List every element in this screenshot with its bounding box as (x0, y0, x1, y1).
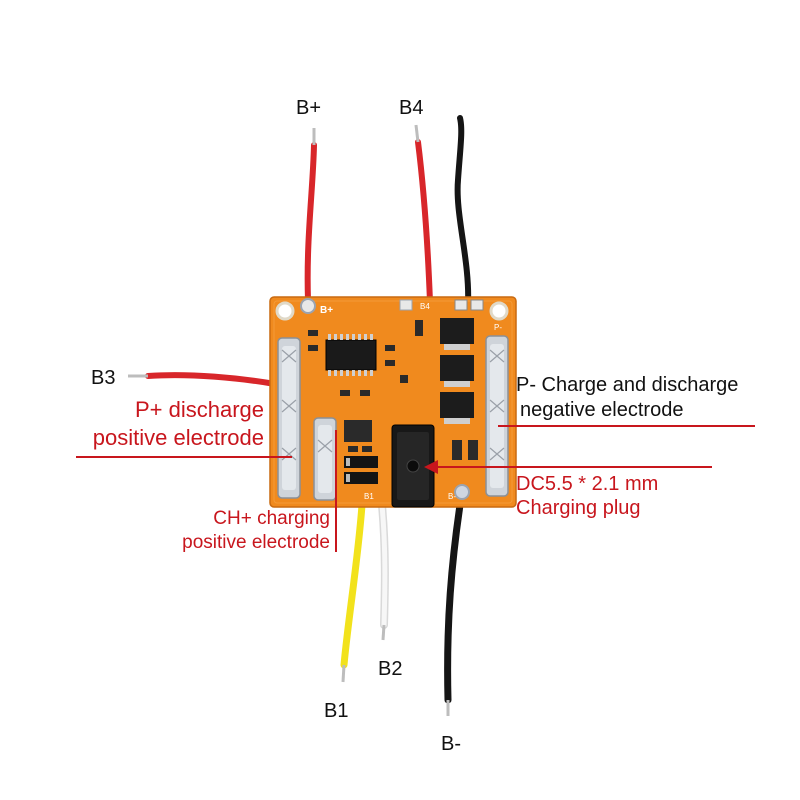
solder-pad-b4 (399, 299, 413, 311)
smd-components (308, 320, 478, 460)
mosfet-array (440, 318, 474, 424)
wire-black-top (454, 115, 472, 308)
solder-pad-top-right (454, 299, 484, 311)
label-p-minus-line1: P- Charge and discharge (516, 374, 739, 396)
silk-b-minus: B- (448, 492, 456, 501)
label-ch-plus-line1: CH+ charging (213, 508, 330, 529)
dc-pointer-arrowhead (424, 460, 438, 474)
wire-b-minus (444, 501, 464, 716)
diode-pair (344, 456, 378, 484)
annotation-lines (76, 425, 755, 552)
wire-b2 (378, 501, 389, 641)
wire-b-plus (304, 128, 317, 303)
p-plus-terminal (277, 337, 301, 499)
solder-pad-b-plus (300, 298, 316, 314)
label-b-plus: B+ (296, 97, 322, 119)
label-dc-line1: DC5.5 * 2.1 mm (516, 473, 659, 495)
label-b1: B1 (324, 700, 349, 722)
p-minus-terminal (485, 335, 509, 497)
wire-b3 (128, 372, 278, 387)
label-b3: B3 (91, 367, 116, 389)
dc-jack (391, 424, 435, 508)
wire-b1 (340, 501, 366, 683)
label-b-minus: B- (441, 733, 461, 755)
silk-b-plus: B+ (320, 305, 333, 316)
ch-plus-terminal (313, 417, 337, 501)
label-p-minus-line2: negative electrode (520, 399, 684, 421)
label-p-plus-line1: P+ discharge (134, 397, 264, 422)
wire-b4 (414, 124, 433, 305)
silk-p-minus: P- (494, 323, 502, 332)
silk-b1: B1 (364, 492, 374, 501)
label-p-plus-line2: positive electrode (92, 425, 264, 450)
silk-b4: B4 (420, 302, 430, 311)
label-b2: B2 (378, 658, 403, 680)
label-ch-plus-line2: positive electrode (182, 532, 330, 553)
label-b4: B4 (399, 97, 424, 119)
main-ic-chip (325, 334, 377, 376)
label-dc-line2: Charging plug (516, 497, 641, 519)
mounting-holes (275, 301, 509, 500)
pcb-silkscreen: B+ B4 P- B1 B- (320, 302, 502, 501)
